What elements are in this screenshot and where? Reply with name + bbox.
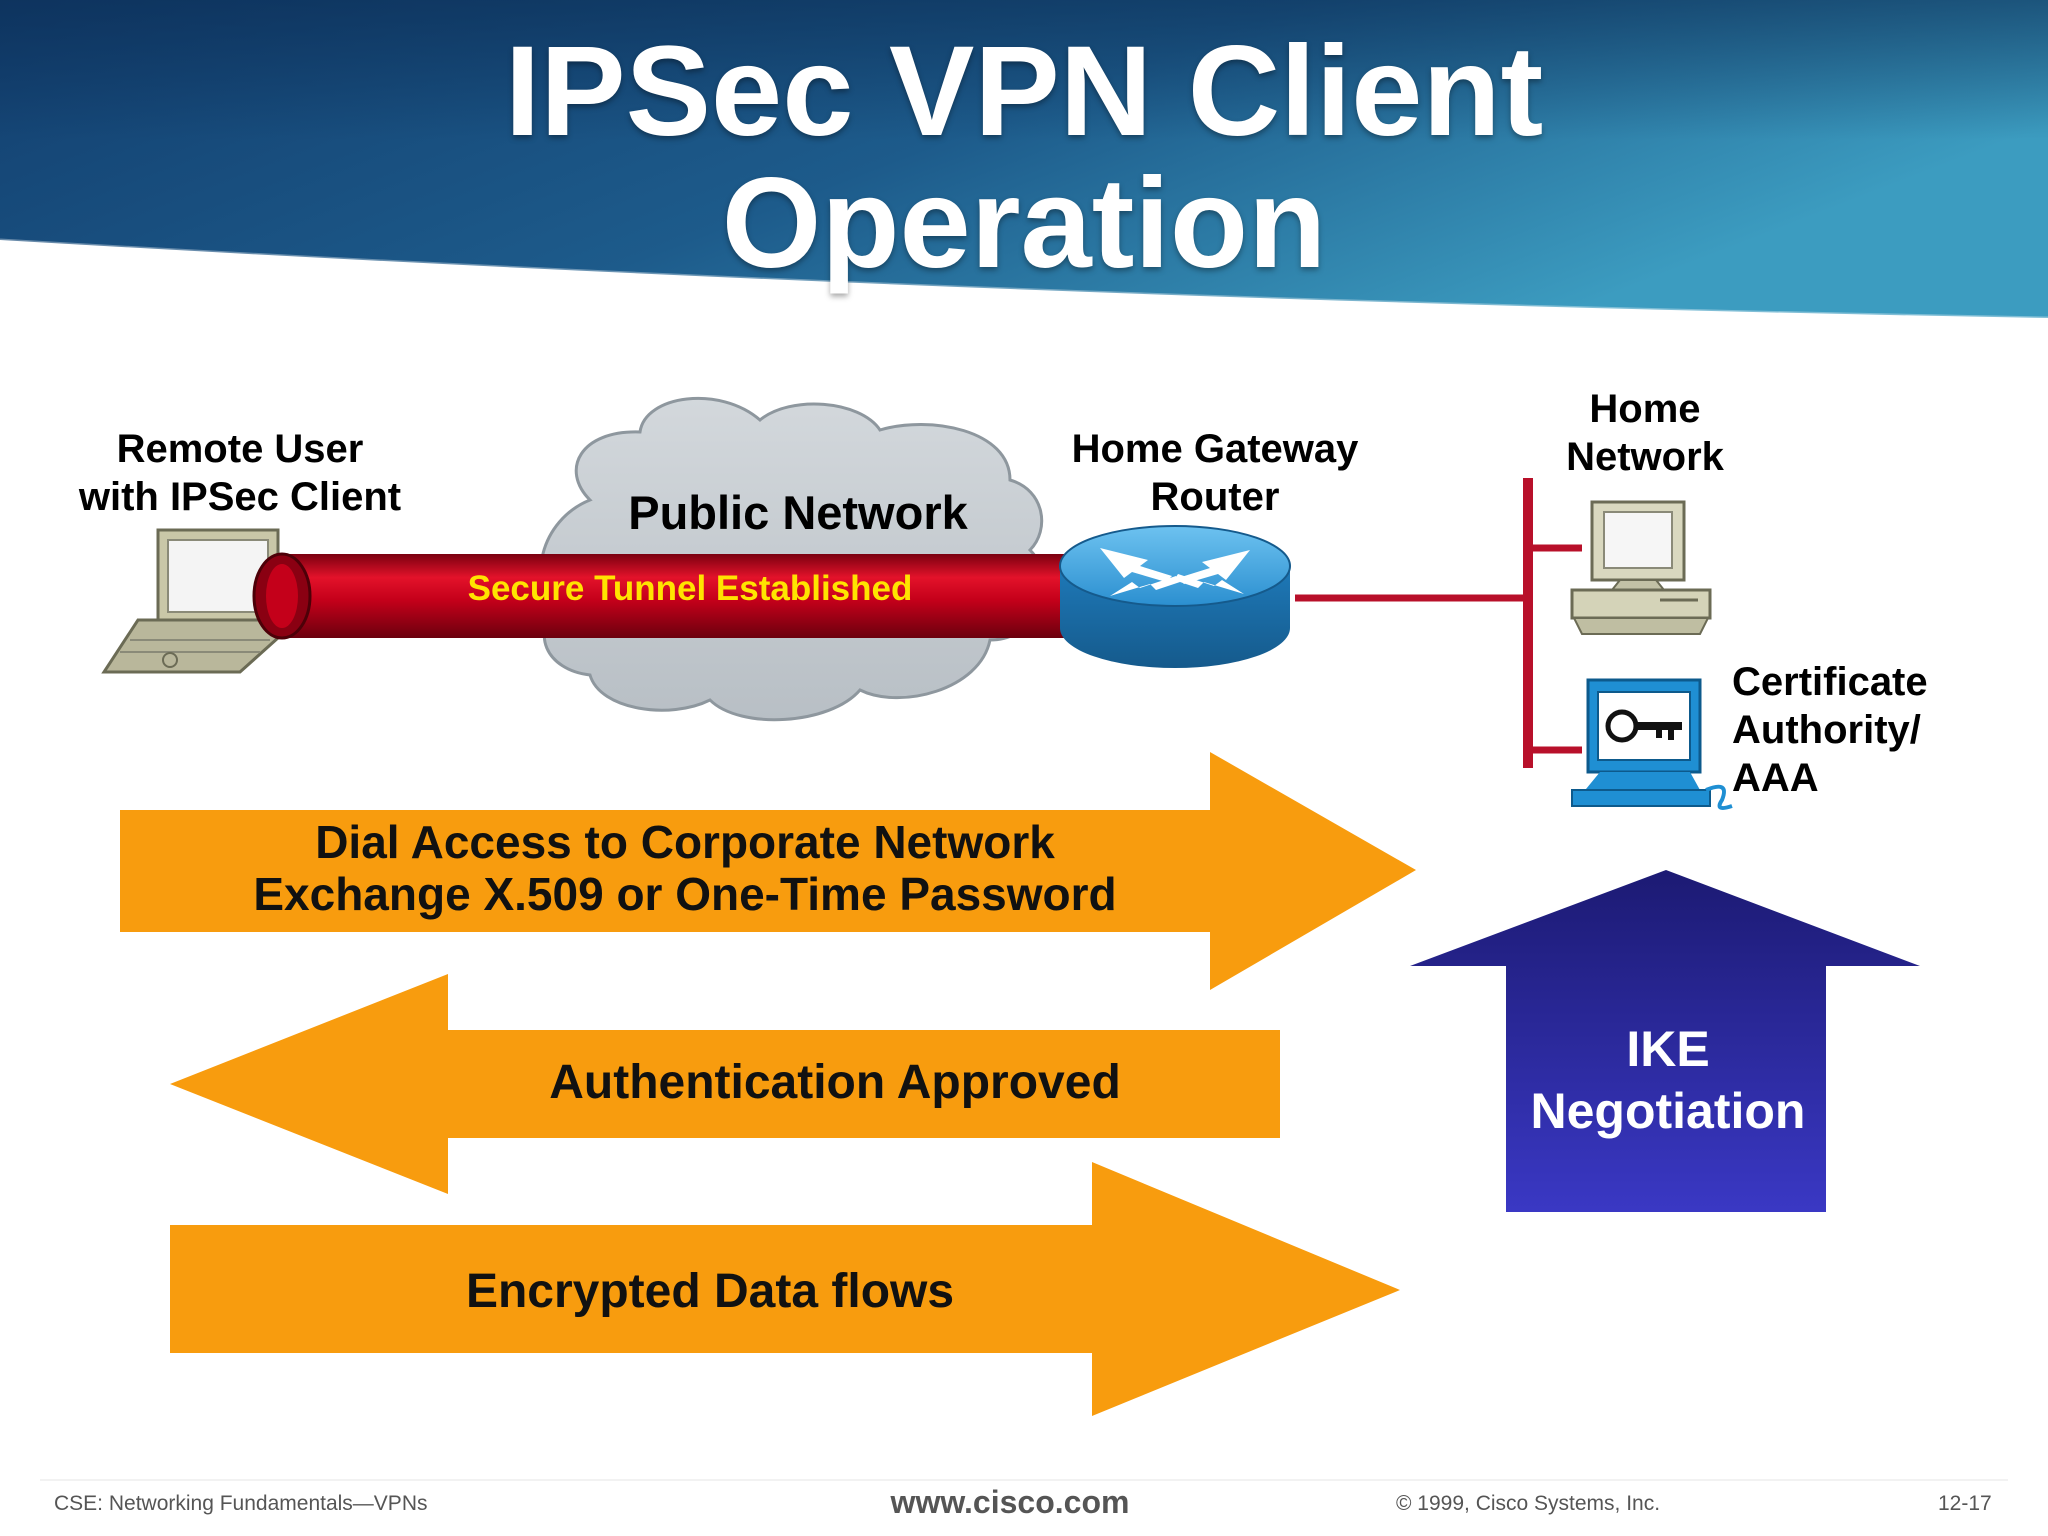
dial-access-text-line1: Dial Access to Corporate Network — [315, 816, 1055, 868]
certificate-authority-label-line3: AAA — [1732, 756, 1819, 800]
certificate-authority-label-line2: Authority/ — [1732, 708, 1921, 752]
router-icon — [1059, 525, 1291, 668]
arrow-dial-access — [120, 752, 1416, 990]
remote-user-label-line2: with IPSec Client — [78, 475, 402, 519]
ike-negotiation-text-line2: Negotiation — [1530, 1083, 1806, 1139]
dial-access-text-line2: Exchange X.509 or One-Time Password — [253, 868, 1117, 920]
home-network-label-line1: Home — [1589, 387, 1701, 431]
arrow-encrypted-data — [170, 1162, 1400, 1416]
home-gateway-label: Home Gateway Router — [1035, 425, 1395, 521]
home-network-label: Home Network — [1535, 385, 1755, 481]
ike-negotiation-text: IKE Negotiation — [1500, 1018, 1836, 1142]
authentication-approved-text: Authentication Approved — [549, 1056, 1121, 1109]
encrypted-data-text: Encrypted Data flows — [465, 1265, 955, 1318]
page-title-line2: Operation — [721, 152, 1327, 295]
footer-website: www.cisco.com — [890, 1484, 1130, 1520]
dial-access-text: Dial Access to Corporate Network Exchang… — [130, 816, 1240, 920]
laptop-icon — [101, 528, 302, 674]
header-band — [0, 0, 2048, 320]
home-gateway-label-line1: Home Gateway — [1071, 427, 1359, 471]
public-network-label: Public Network — [628, 486, 968, 539]
remote-user-label-line1: Remote User — [116, 427, 364, 471]
footer-course: CSE: Networking Fundamentals—VPNs — [54, 1492, 428, 1515]
ike-negotiation-text-line1: IKE — [1626, 1021, 1710, 1077]
home-network-label-line2: Network — [1566, 435, 1724, 479]
home-lan — [1295, 478, 1582, 768]
arrow-authentication-approved — [170, 974, 1280, 1194]
arrow-ike-negotiation — [1410, 870, 1920, 1212]
certificate-authority-label: Certificate Authority/ AAA — [1732, 658, 1992, 802]
footer-copyright: © 1999, Cisco Systems, Inc. — [1396, 1492, 1661, 1515]
home-gateway-label-line2: Router — [1150, 475, 1280, 519]
remote-user-label: Remote User with IPSec Client — [40, 425, 440, 521]
key-server-icon — [1571, 678, 1733, 810]
tunnel-label: Secure Tunnel Established — [467, 569, 913, 608]
page-title-line1: IPSec VPN Client — [504, 20, 1544, 163]
secure-tunnel — [252, 552, 1110, 640]
workstation-icon — [1570, 500, 1712, 635]
footer-page-number: 12-17 — [1938, 1492, 1992, 1515]
certificate-authority-label-line1: Certificate — [1732, 660, 1928, 704]
